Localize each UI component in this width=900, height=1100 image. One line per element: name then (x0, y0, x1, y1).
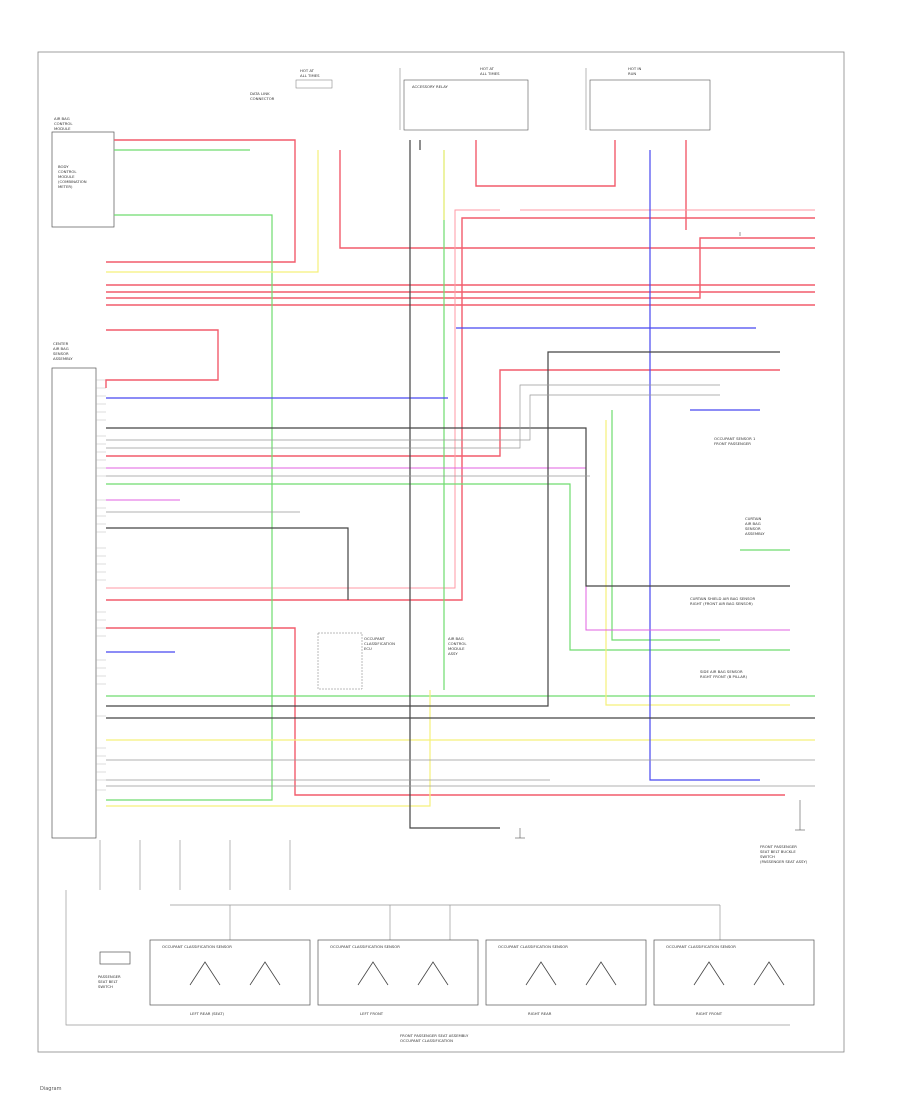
right-side3-label-1: SIDE AIR BAG SENSOR (700, 669, 743, 674)
diagram-frame (37, 51, 845, 1053)
dlc-label-2: CONNECTOR (250, 96, 275, 101)
right-bottom-label-4: (PASSENGER SEAT ASSY) (760, 859, 808, 864)
right-bottom-label-1: FRONT PASSENGER (760, 844, 797, 849)
body-module-label-2: CONTROL (58, 169, 77, 174)
belt-switch-label-3: SWITCH (98, 984, 113, 989)
center-sensor-label-3: SENSOR (53, 351, 69, 356)
occupant-ecu-label-3: ECU (364, 646, 372, 651)
magenta-wires (106, 467, 790, 631)
right-side3-label-2: RIGHT FRONT (B PILLAR) (700, 674, 748, 679)
right-mid-label-1: CURTAIN (745, 516, 762, 521)
ground-symbols (515, 232, 805, 839)
center-sensor-label-4: ASSEMBLY (53, 356, 73, 361)
right-mid-label-4: ASSEMBLY (745, 531, 765, 536)
footer-caption: Diagram (40, 1086, 62, 1092)
center-airbag-label-2: CONTROL (448, 641, 467, 646)
sensor-switch-symbols (189, 961, 785, 986)
top-fuse2-label-2: ALL TIMES (480, 71, 500, 76)
right-side1-label-1: OCCUPANT SENSOR 1 (714, 436, 756, 441)
belt-switch-label-1: PASSENGER (98, 974, 121, 979)
run-relay-box (589, 79, 711, 131)
body-module-label-1: BODY (58, 164, 69, 169)
grey-wires (65, 68, 815, 1026)
center-airbag-label-4: ASSY (448, 651, 458, 656)
center-airbag-label-3: MODULE (448, 646, 465, 651)
sensor-rr-sub: RIGHT REAR (528, 1011, 552, 1016)
sensor-rf-sub: RIGHT FRONT (696, 1011, 723, 1016)
sensor-rf-label: OCCUPANT CLASSIFICATION SENSOR (666, 944, 736, 949)
dlc-label-1: DATA LINK (250, 91, 270, 96)
body-module-label-4: (COMBINATION (58, 179, 87, 184)
right-bottom-label-2: SEAT BELT BUCKLE (760, 849, 796, 854)
green-wires (106, 149, 815, 801)
yellow-wires (106, 150, 815, 807)
right-bottom-label-3: SWITCH (760, 854, 775, 859)
body-module-label-5: METER) (58, 184, 73, 189)
sensor-lf-label: OCCUPANT CLASSIFICATION SENSOR (330, 944, 400, 949)
top-fuse1-label-2: ALL TIMES (300, 73, 320, 78)
top-fuse2-label-1: HOT AT (480, 66, 495, 71)
bottom-caption-2: OCCUPANT CLASSIFICATION (400, 1038, 453, 1043)
air-bag-module-label-3: MODULE (54, 126, 71, 131)
occupant-ecu-box (317, 632, 363, 690)
blue-wires (106, 150, 760, 781)
sensor-lr-sub: LEFT REAR (SEAT) (190, 1011, 225, 1016)
air-bag-module-box (51, 131, 115, 228)
red-wires (105, 139, 815, 796)
air-bag-module-label-1: AIR BAG (54, 116, 70, 121)
black-wires (106, 140, 815, 829)
accessory-relay-box (403, 79, 529, 131)
top-fuse1-box (295, 79, 333, 89)
bottom-caption-1: FRONT PASSENGER SEAT ASSEMBLY (400, 1033, 469, 1038)
right-side2-label-2: RIGHT (FRONT AIR BAG SENSOR) (690, 601, 753, 606)
bottom-sensor-boxes (99, 939, 815, 1006)
occupant-ecu-label-1: OCCUPANT (364, 636, 386, 641)
accessory-relay-label: ACCESSORY RELAY (412, 84, 449, 89)
center-sensor-label-2: AIR BAG (53, 346, 69, 351)
sensor-lf-sub: LEFT FRONT (360, 1011, 384, 1016)
occupant-ecu-label-2: CLASSIFICATION (364, 641, 395, 646)
right-side1-label-2: FRONT PASSENGER (714, 441, 751, 446)
top-fuse3-label-1: HOT IN (628, 66, 641, 71)
pink-wires (106, 209, 815, 589)
top-fuse3-label-2: RUN (628, 71, 636, 76)
right-mid-label-3: SENSOR (745, 526, 761, 531)
right-mid-label-2: AIR BAG (745, 521, 761, 526)
top-fuse1-label-1: HOT AT (300, 68, 315, 73)
body-module-label-3: MODULE (58, 174, 75, 179)
sensor-lr-label: OCCUPANT CLASSIFICATION SENSOR (162, 944, 232, 949)
center-sensor-label-1: CENTER (53, 341, 69, 346)
center-airbag-sensor-box (51, 367, 97, 839)
pin-stubs (96, 379, 106, 791)
air-bag-module-label-2: CONTROL (54, 121, 73, 126)
sensor-rr-label: OCCUPANT CLASSIFICATION SENSOR (498, 944, 568, 949)
belt-switch-label-2: SEAT BELT (98, 979, 118, 984)
right-side2-label-1: CURTAIN SHIELD AIR BAG SENSOR (690, 596, 756, 601)
center-airbag-label-1: AIR BAG (448, 636, 464, 641)
